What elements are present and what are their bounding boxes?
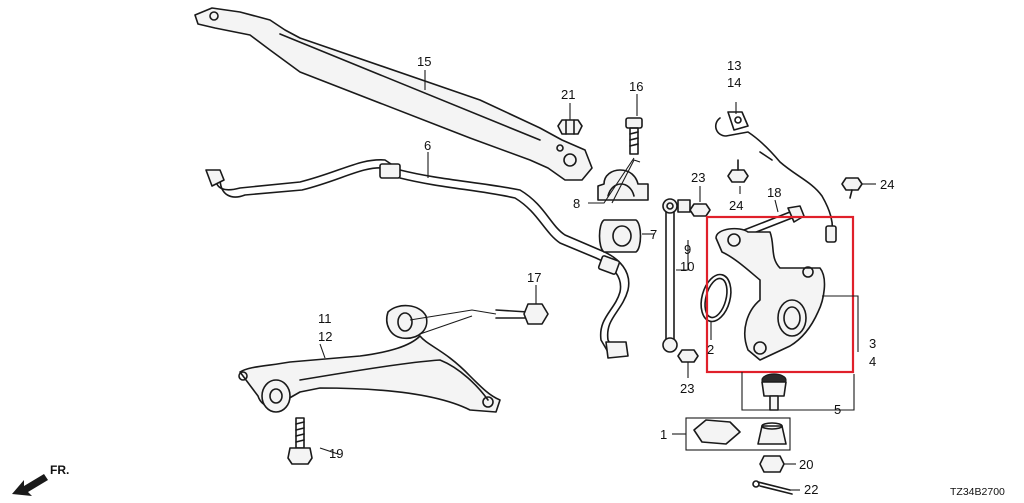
stabilizer-bar-part-6[interactable] [205, 159, 630, 359]
bolt-part-19[interactable] [287, 417, 313, 465]
callout-24-right: 24 [880, 177, 894, 192]
brace-bar-part-15[interactable] [194, 7, 593, 181]
callout-12: 12 [318, 329, 332, 344]
drawing-code: TZ34B2700 [950, 486, 1005, 498]
cotter-pin-part-22[interactable] [752, 480, 793, 495]
callout-4: 4 [869, 354, 876, 369]
lower-arm-part-11-12[interactable] [238, 304, 501, 413]
nut-part-23-lower[interactable] [677, 349, 699, 363]
callout-19: 19 [329, 446, 343, 461]
callout-17: 17 [527, 270, 541, 285]
callout-16: 16 [629, 79, 643, 94]
callout-13: 13 [727, 58, 741, 73]
bolt-part-17[interactable] [495, 303, 549, 325]
callout-6: 6 [424, 138, 431, 153]
callout-1: 1 [660, 427, 667, 442]
nut-part-23-upper[interactable] [689, 203, 711, 217]
ball-joint-part-5[interactable] [761, 373, 787, 411]
callout-24-left: 24 [729, 198, 743, 213]
nut-part-20[interactable] [759, 455, 785, 473]
bolt-part-16[interactable] [625, 117, 643, 155]
front-direction-indicator: FR. [12, 463, 69, 496]
callout-9: 9 [684, 242, 691, 257]
sensor-harness-part-13-14[interactable] [714, 111, 837, 243]
bolt-part-24-left[interactable] [727, 159, 749, 183]
snap-ring-part-2[interactable] [696, 271, 735, 325]
callout-5: 5 [834, 402, 841, 417]
callout-23-lower: 23 [680, 381, 694, 396]
callout-3: 3 [869, 336, 876, 351]
steering-knuckle-part-3-4[interactable] [715, 227, 826, 361]
nut-part-21[interactable] [557, 119, 583, 135]
callout-10: 10 [680, 259, 694, 274]
boot-kit-part-1[interactable] [685, 417, 791, 451]
callout-15: 15 [417, 54, 431, 69]
bushing-part-7[interactable] [598, 219, 642, 253]
callout-14: 14 [727, 75, 741, 90]
callout-18: 18 [767, 185, 781, 200]
callout-22: 22 [804, 482, 818, 497]
callout-23-upper: 23 [691, 170, 705, 185]
callout-2: 2 [707, 342, 714, 357]
front-arrow-icon [12, 474, 48, 496]
callout-21: 21 [561, 87, 575, 102]
callout-7: 7 [650, 227, 657, 242]
bolt-part-24-right[interactable] [841, 177, 863, 199]
callout-labels: 15 6 21 16 8 7 23 9 10 2 23 13 14 24 18 … [318, 54, 894, 497]
callout-20: 20 [799, 457, 813, 472]
leader-lines [319, 70, 876, 491]
callout-11: 11 [318, 311, 332, 326]
stabilizer-link-part-9-10[interactable] [662, 198, 691, 353]
front-label: FR. [50, 463, 69, 477]
callout-8: 8 [573, 196, 580, 211]
knuckle-highlight-frame [705, 215, 855, 374]
